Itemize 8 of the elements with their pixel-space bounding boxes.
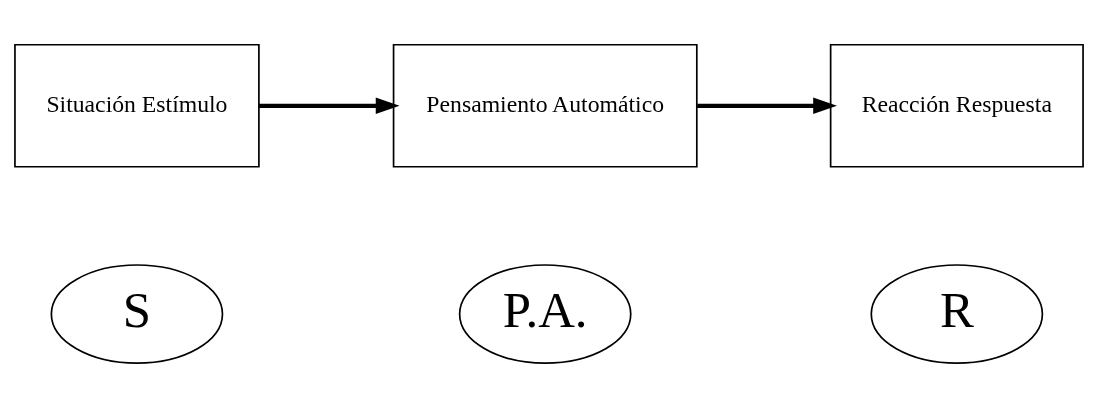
node-ellipse: S — [50, 263, 224, 364]
arrow — [697, 96, 837, 114]
arrow — [258, 96, 400, 114]
node-box: Situación Estímulo — [14, 43, 260, 168]
node-box: Reacción Respuesta — [829, 43, 1084, 168]
node-ellipse: R — [870, 263, 1044, 364]
node-ellipse: P.A. — [458, 263, 632, 364]
node-box: Pensamiento Automático — [392, 43, 698, 168]
